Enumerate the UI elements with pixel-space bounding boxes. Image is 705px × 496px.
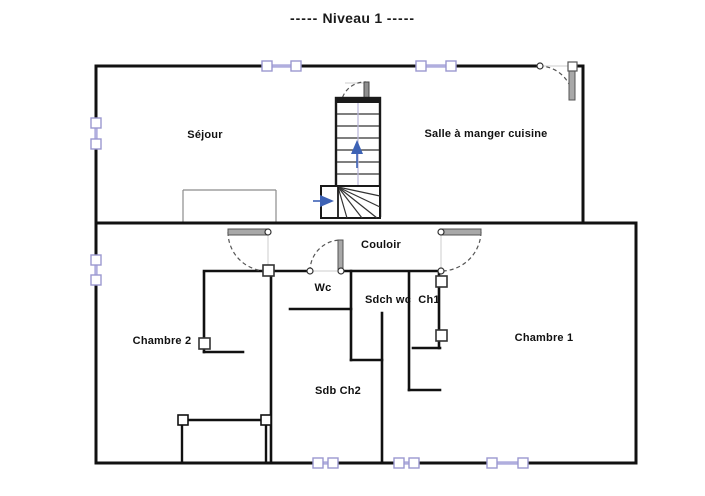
room-label-couloir: Couloir <box>361 239 401 251</box>
chambre2-alcove <box>180 418 268 465</box>
door-wc-couloir <box>306 239 345 275</box>
door-chambre1 <box>435 228 482 288</box>
window-left-upper <box>90 117 102 150</box>
page-title: ----- Niveau 1 ----- <box>0 10 705 26</box>
title-left-dashes: ----- <box>289 10 319 26</box>
stair-arrow-up <box>351 140 363 168</box>
staircase <box>313 81 382 219</box>
room-label-salle-a-manger: Salle à manger cuisine <box>424 128 548 140</box>
title-right-dashes: ----- <box>386 10 416 26</box>
window-bottom-1 <box>312 457 339 469</box>
title-text: Niveau 1 <box>322 10 383 26</box>
interior-walls <box>202 269 443 465</box>
chambre2-alcove-markers <box>177 414 272 426</box>
window-top-salle <box>415 60 457 72</box>
room-label-wc: Wc <box>314 282 332 294</box>
stair-arrow-right <box>313 195 334 207</box>
room-label-ch1: Ch1 <box>418 294 440 306</box>
window-top-sejour <box>261 60 302 72</box>
door-chambre2 <box>227 228 275 277</box>
door-entry-salle <box>536 61 578 101</box>
window-bottom-2 <box>393 457 420 469</box>
room-label-chambre-1: Chambre 1 <box>514 332 574 344</box>
wall-markers <box>198 329 448 350</box>
room-label-sdch-wc: Sdch wc <box>364 294 412 306</box>
room-label-sdb-ch2: Sdb Ch2 <box>314 385 362 397</box>
sejour-alcove <box>182 189 277 223</box>
window-bottom-3 <box>486 457 529 469</box>
window-left-lower <box>90 254 102 286</box>
room-label-chambre-2: Chambre 2 <box>132 335 192 347</box>
room-label-sejour: Séjour <box>187 129 223 141</box>
